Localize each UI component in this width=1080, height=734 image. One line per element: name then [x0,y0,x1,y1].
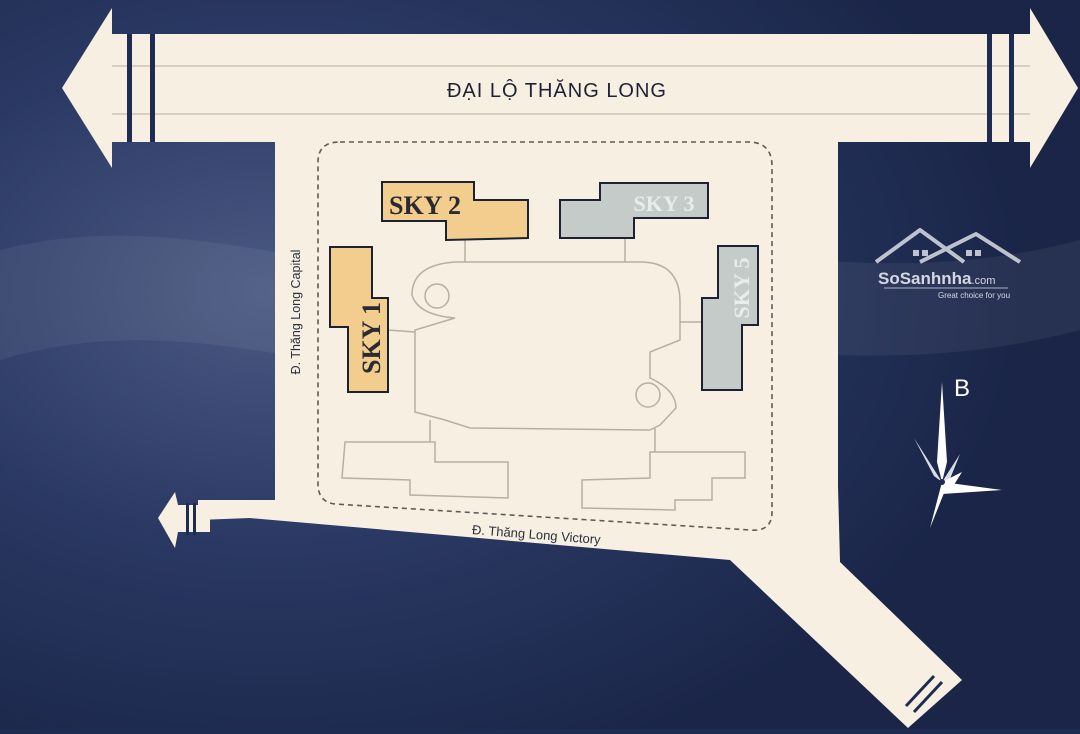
tower-sky-1[interactable] [329,246,389,393]
compass-direction-label: B [954,375,970,402]
tower-sky-3-label: SKY 3 [634,191,695,216]
window-icon [913,250,981,256]
main-avenue-name: ĐẠI LỘ THĂNG LONG [447,79,667,102]
tower-sky-2[interactable] [381,181,529,242]
bottom-exit-stripes [904,674,944,714]
compass-rose [914,382,1002,528]
central-podium [387,238,702,452]
left-exit-stripes [186,503,196,535]
tower-sky-5-label: SKY 5 [729,258,754,319]
site-boundary [317,141,773,531]
house-icon [874,228,1022,264]
tower-sky-5[interactable] [701,245,759,391]
main-avenue-road [62,8,1078,168]
tower-sky-3[interactable] [559,182,709,239]
watermark-logo [874,228,1022,264]
site-ground [198,142,962,728]
tower-sky-1-label: SKY 1 [357,302,386,374]
avenue-end-stripes [127,34,1014,142]
lower-blocks [341,441,746,511]
watermark-brand: SoSanhnha.com [878,269,995,288]
tower-sky-2-label: SKY 2 [389,191,461,220]
left-street-name: Đ. Thăng Long Capital [289,250,303,375]
left-exit-arrow [158,492,210,548]
avenue-lane-lines [112,65,1030,115]
watermark-tagline: Great choice for you [938,291,1010,300]
